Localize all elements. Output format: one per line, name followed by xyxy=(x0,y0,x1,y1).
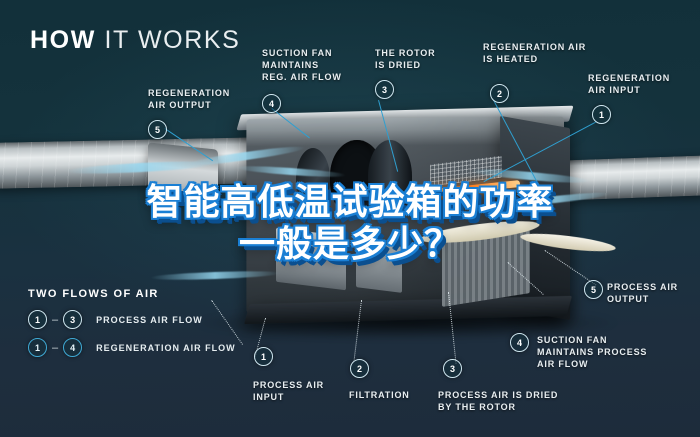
service-panel-a xyxy=(276,227,346,291)
callout-number-3-bottom[interactable]: 3 xyxy=(443,359,462,378)
callout-number-1-bottom[interactable]: 1 xyxy=(254,347,273,366)
label-regeneration-air-heated: REGENERATION AIR IS HEATED xyxy=(483,42,587,64)
label-rotor-is-dried: THE ROTOR IS DRIED xyxy=(375,48,436,70)
label-filtration: FILTRATION xyxy=(349,390,410,400)
legend-label-regeneration-air-flow: REGENERATION AIR FLOW xyxy=(96,342,236,353)
legend-heading: TWO FLOWS OF AIR xyxy=(28,288,159,300)
legend: TWO FLOWS OF AIR 1 – 3 PROCESS AIR FLOW … xyxy=(28,288,236,366)
label-regeneration-air-output: REGENERATION AIR OUTPUT xyxy=(148,88,231,110)
duct-elbow-icon xyxy=(148,142,218,206)
service-panel-b xyxy=(356,241,402,293)
callout-number-1-top[interactable]: 1 xyxy=(592,105,611,124)
legend-number-from-1: 1 xyxy=(28,310,47,329)
label-regeneration-air-input: REGENERATION AIR INPUT xyxy=(588,73,671,95)
callout-number-2-bottom[interactable]: 2 xyxy=(350,359,369,378)
legend-dash-1: – xyxy=(52,313,59,326)
legend-label-process-air-flow: PROCESS AIR FLOW xyxy=(96,314,203,325)
label-process-air-dried: PROCESS AIR IS DRIED BY THE ROTOR xyxy=(438,390,559,412)
rotor-drum-icon xyxy=(368,140,412,218)
callout-number-2-top[interactable]: 2 xyxy=(490,84,509,103)
callout-number-3-top[interactable]: 3 xyxy=(375,80,394,99)
page-title-light: IT WORKS xyxy=(104,26,241,54)
label-process-air-output: PROCESS AIR OUTPUT xyxy=(607,282,679,304)
callout-number-5-process[interactable]: 5 xyxy=(584,280,603,299)
legend-number-from-1-blue: 1 xyxy=(28,338,47,357)
callout-number-4-process[interactable]: 4 xyxy=(510,333,529,352)
page-title: HOW IT WORKS xyxy=(30,26,240,55)
legend-number-to-3: 3 xyxy=(63,310,83,329)
legend-row-regeneration-air-flow: 1 – 4 REGENERATION AIR FLOW xyxy=(28,338,236,357)
callout-number-5-regen[interactable]: 5 xyxy=(148,120,167,139)
legend-row-process-air-flow: 1 – 3 PROCESS AIR FLOW xyxy=(28,310,236,329)
page-title-bold: HOW xyxy=(30,26,96,54)
callout-number-4-regen[interactable]: 4 xyxy=(262,94,281,113)
label-suction-fan-reg: SUCTION FAN MAINTAINS REG. AIR FLOW xyxy=(262,48,342,82)
legend-number-to-4-blue: 4 xyxy=(63,338,83,357)
label-process-air-input: PROCESS AIR INPUT xyxy=(253,380,325,402)
fan-wheel-icon xyxy=(296,148,330,212)
label-suction-fan-process: SUCTION FAN MAINTAINS PROCESS AIR FLOW xyxy=(537,335,648,369)
legend-dash-2: – xyxy=(52,341,59,354)
